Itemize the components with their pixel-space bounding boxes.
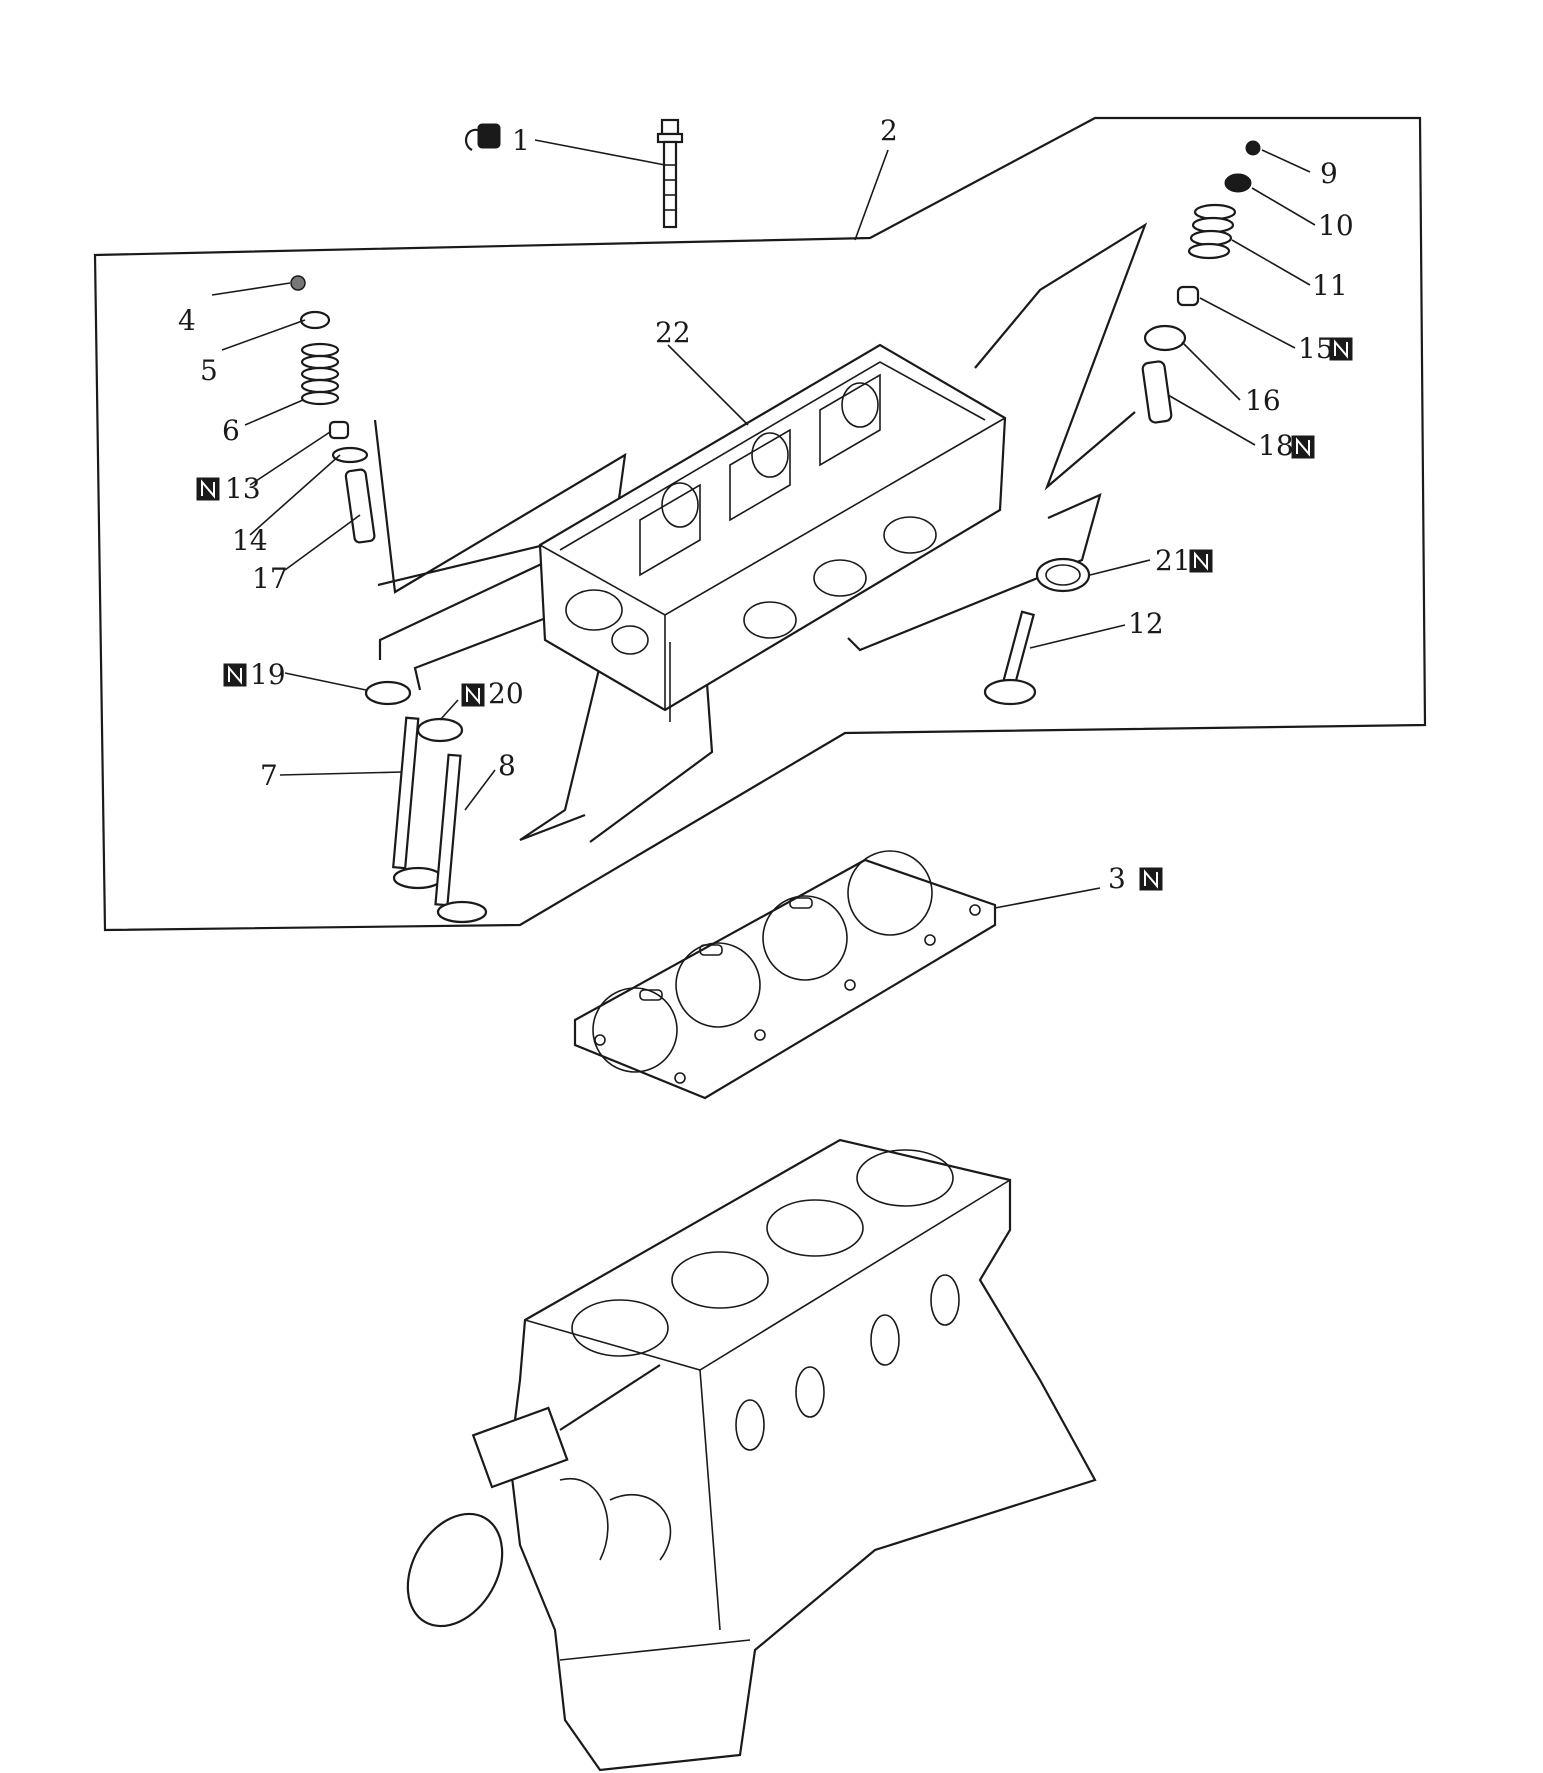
n-box-icon: [1189, 549, 1213, 573]
callout-5: 5: [200, 354, 218, 387]
callout-2: 2: [880, 114, 898, 147]
camshaft-oil-seal: [1035, 557, 1091, 593]
n-box-icon: [461, 683, 485, 707]
callout-15: 15: [1298, 332, 1334, 365]
callout-16: 16: [1245, 384, 1281, 417]
valve-spring-left: [300, 342, 340, 406]
valve-spring-right: [1187, 203, 1237, 260]
n-box-icon: [1329, 337, 1353, 361]
callout-14: 14: [232, 524, 268, 557]
exhaust-valve-8: [434, 753, 488, 924]
spring-retainer-left: [299, 310, 331, 330]
callout-1: 1: [512, 124, 530, 157]
cylinder-head: [538, 343, 1007, 722]
valve-cotter-right: [1245, 140, 1261, 156]
valve-seat-insert-20: [416, 717, 464, 743]
n-box-icon: [223, 663, 247, 687]
callout-labels: 1 2 3 4 5 6 7 8 9 10 11 12 13 14 15 16 1…: [178, 114, 1354, 895]
sealant-tube-icon: [464, 123, 501, 151]
exhaust-group-boundary-lower: [847, 493, 1102, 652]
valve-stem-seal-left: [328, 420, 350, 440]
callout-21: 21: [1155, 544, 1191, 577]
assembly-boundary: [93, 116, 1427, 932]
spring-seat-left: [331, 446, 369, 464]
callout-20: 20: [488, 677, 524, 710]
callout-12: 12: [1128, 607, 1164, 640]
callout-18: 18: [1258, 429, 1294, 462]
callout-19: 19: [250, 658, 286, 691]
intake-valve-group-boundary: [373, 419, 627, 594]
valve-stem-seal-right: [1176, 285, 1200, 307]
callout-22: 22: [655, 316, 691, 349]
intake-valve-7: [392, 716, 444, 890]
callout-8: 8: [498, 749, 516, 782]
new-part-markers: [196, 337, 1353, 891]
n-box-icon: [1291, 435, 1315, 459]
callout-13: 13: [225, 472, 261, 505]
callout-9: 9: [1320, 157, 1338, 190]
callout-3: 3: [1108, 862, 1126, 895]
valve-seat-insert-19: [364, 680, 412, 706]
leader-lines: [211, 139, 1316, 909]
cylinder-block: [406, 1138, 1097, 1772]
callout-7: 7: [260, 759, 278, 792]
spring-seat-right: [1143, 324, 1187, 352]
head-bolt: [656, 118, 684, 229]
valve-guide-right: [1141, 360, 1173, 424]
callout-4: 4: [178, 304, 196, 337]
spring-retainer-right: [1224, 173, 1252, 193]
valve-guide-left: [344, 468, 376, 544]
n-box-icon: [1139, 867, 1163, 891]
exhaust-group-boundary-upper: [974, 222, 1148, 491]
valve-cotter-left: [290, 275, 306, 291]
valve-12: [983, 610, 1037, 706]
n-box-icon: [196, 477, 220, 501]
callout-6: 6: [222, 414, 240, 447]
cylinder-head-gasket: [573, 850, 997, 1100]
callout-11: 11: [1312, 269, 1348, 302]
callout-10: 10: [1318, 209, 1354, 242]
callout-17: 17: [252, 562, 288, 595]
